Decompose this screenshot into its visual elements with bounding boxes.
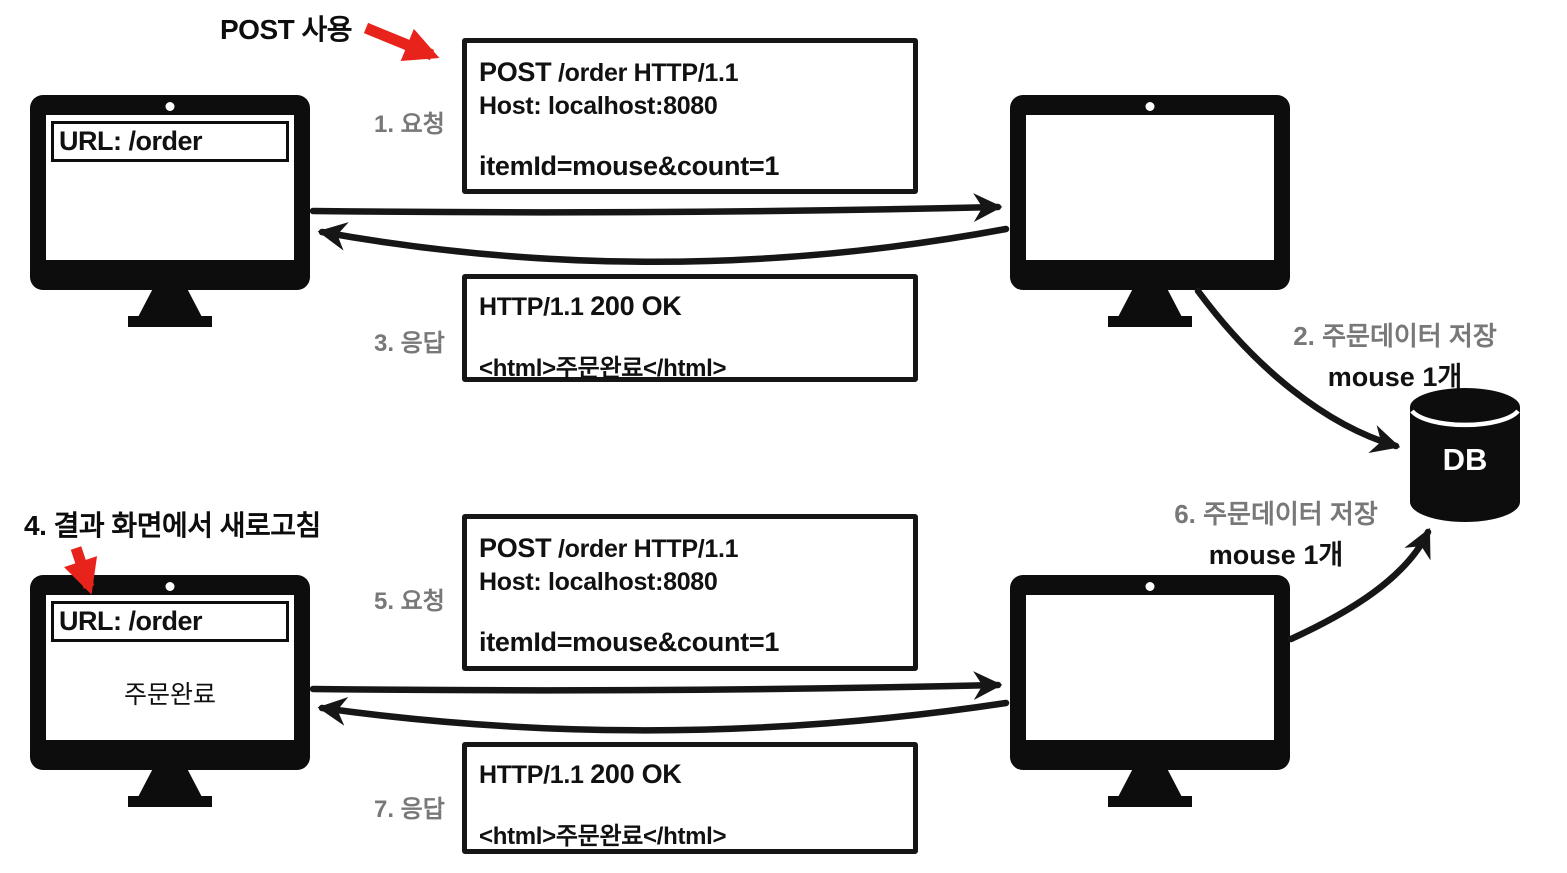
- refresh-annotation: 4. 결과 화면에서 새로고침: [24, 510, 321, 541]
- monitor-screen: [1026, 115, 1274, 260]
- step-label-7: 7. 응답: [374, 796, 445, 823]
- url-bar: URL: /order: [51, 601, 289, 642]
- camera-dot-icon: [1145, 102, 1155, 111]
- http-version: HTTP/1.1: [479, 293, 591, 321]
- response-box-bottom: HTTP/1.1 200 OK <html>주문완료</html>: [462, 742, 918, 854]
- request-body: itemId=mouse&count=1: [479, 151, 780, 181]
- response-body: <html>주문완료</html>: [479, 355, 727, 382]
- step-label-5: 5. 요청: [374, 588, 445, 615]
- http-method: POST: [479, 533, 552, 563]
- monitor-stand: [138, 290, 202, 317]
- camera-dot-icon: [165, 102, 175, 111]
- monitor-stand-base: [128, 796, 212, 807]
- post-usage-annotation: POST 사용: [220, 14, 353, 45]
- request-arrow-top: [309, 193, 1003, 223]
- host-header: Host: localhost:8080: [479, 92, 718, 120]
- monitor-screen: URL: /order 주문완료: [46, 595, 294, 740]
- url-text: URL: /order: [59, 126, 203, 156]
- monitor-stand: [1118, 290, 1182, 317]
- request-line: POST /order HTTP/1.1: [479, 533, 901, 564]
- save-note-bottom: 6. 주문데이터 저장 mouse 1개: [1158, 494, 1394, 572]
- url-text: URL: /order: [59, 606, 203, 636]
- save-note-detail: mouse 1개: [1208, 540, 1344, 570]
- client-monitor-bottom: URL: /order 주문완료: [30, 575, 310, 807]
- http-status: 200 OK: [590, 759, 682, 789]
- response-box-top: HTTP/1.1 200 OK <html>주문완료</html>: [462, 274, 918, 382]
- http-method: POST: [479, 57, 552, 87]
- request-body: itemId=mouse&count=1: [479, 627, 780, 657]
- http-version: HTTP/1.1: [479, 761, 591, 789]
- save-note-title: 2. 주문데이터 저장: [1293, 321, 1497, 351]
- monitor-screen: URL: /order: [46, 115, 294, 260]
- monitor-stand: [1118, 770, 1182, 797]
- db-cylinder: DB: [1406, 384, 1524, 531]
- step-label-3: 3. 응답: [374, 330, 445, 357]
- step-label-1: 1. 요청: [374, 111, 445, 138]
- red-arrow-post-icon: [363, 22, 440, 61]
- monitor-stand-base: [1108, 316, 1192, 327]
- camera-dot-icon: [165, 582, 175, 591]
- db-top-highlight: [1410, 409, 1520, 428]
- monitor-stand-base: [1108, 796, 1192, 807]
- request-line: POST /order HTTP/1.1: [479, 57, 901, 88]
- monitor-screen: [1026, 595, 1274, 740]
- db-label: DB: [1443, 442, 1488, 477]
- response-body: <html>주문완료</html>: [479, 823, 727, 850]
- monitor-stand-base: [128, 316, 212, 327]
- monitor-stand: [138, 770, 202, 797]
- status-line: HTTP/1.1 200 OK: [479, 291, 901, 322]
- request-arrow-bottom: [309, 671, 1003, 701]
- save-note-title: 6. 주문데이터 저장: [1174, 499, 1378, 529]
- http-status: 200 OK: [590, 291, 682, 321]
- server-monitor-top: [1010, 95, 1290, 327]
- http-target: /order HTTP/1.1: [551, 59, 739, 87]
- response-arrow-top: [317, 222, 1010, 266]
- db-body: [1410, 407, 1520, 522]
- url-bar: URL: /order: [51, 121, 289, 162]
- order-complete-text: 주문완료: [123, 681, 216, 709]
- save-note-top: 2. 주문데이터 저장 mouse 1개: [1275, 316, 1515, 394]
- http-target: /order HTTP/1.1: [551, 535, 739, 563]
- db-top: [1410, 388, 1520, 426]
- host-header: Host: localhost:8080: [479, 568, 718, 596]
- server-monitor-bottom: [1010, 575, 1290, 807]
- request-box-bottom: POST /order HTTP/1.1 Host: localhost:808…: [462, 514, 918, 671]
- client-monitor-top: URL: /order: [30, 95, 310, 327]
- status-line: HTTP/1.1 200 OK: [479, 759, 901, 790]
- response-arrow-bottom: [317, 697, 1010, 734]
- request-box-top: POST /order HTTP/1.1 Host: localhost:808…: [462, 38, 918, 194]
- camera-dot-icon: [1145, 582, 1155, 591]
